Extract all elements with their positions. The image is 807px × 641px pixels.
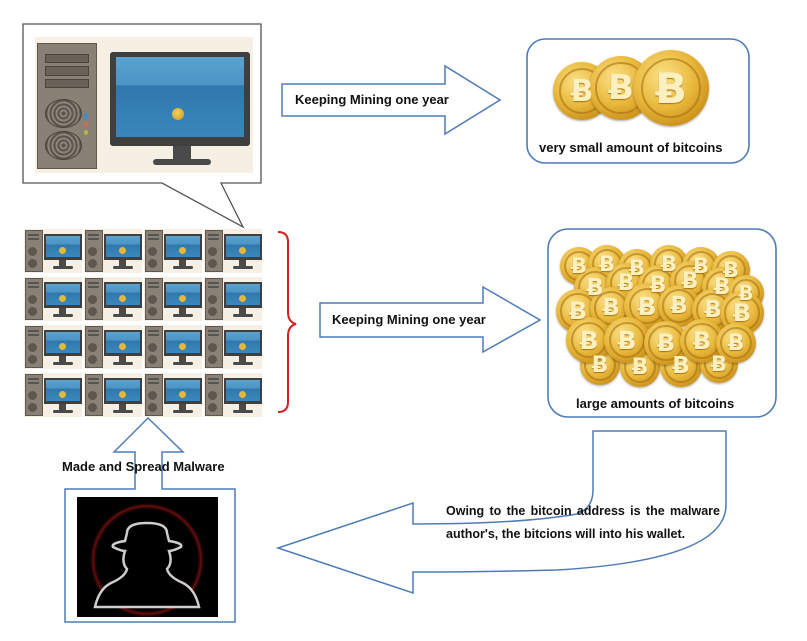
pc-tower-icon bbox=[37, 43, 97, 169]
grid-computer-icon bbox=[144, 229, 202, 273]
return-arrow-shape bbox=[275, 430, 727, 595]
hacker-silhouette-image bbox=[77, 497, 218, 617]
grid-computer-icon bbox=[24, 373, 82, 417]
computer-grid bbox=[24, 229, 264, 417]
grid-computer-icon bbox=[84, 325, 142, 369]
top-arrow-label: Keeping Mining one year bbox=[295, 92, 449, 107]
grid-computer-icon bbox=[144, 325, 202, 369]
grid-computer-icon bbox=[84, 277, 142, 321]
middle-arrow-label: Keeping Mining one year bbox=[332, 312, 486, 327]
grid-computer-icon bbox=[204, 373, 262, 417]
grid-computer-icon bbox=[84, 229, 142, 273]
middle-arrow-shape bbox=[319, 285, 542, 354]
grid-computer-icon bbox=[24, 325, 82, 369]
bitcoin-icon: Ƀ bbox=[566, 317, 612, 363]
grid-computer-icon bbox=[204, 229, 262, 273]
bitcoin-icon: Ƀ bbox=[716, 323, 756, 363]
single-computer-illustration bbox=[35, 37, 253, 173]
grid-computer-icon bbox=[144, 277, 202, 321]
grid-computer-icon bbox=[24, 229, 82, 273]
grid-computer-icon bbox=[24, 277, 82, 321]
top-arrow-shape bbox=[281, 64, 502, 136]
grid-computer-icon bbox=[84, 373, 142, 417]
return-arrow-text: Owing to the bitcoin address is the malw… bbox=[446, 504, 720, 541]
bitcoin-icon: Ƀ bbox=[604, 317, 650, 363]
grid-computer-icon bbox=[204, 277, 262, 321]
grid-computer-icon bbox=[204, 325, 262, 369]
up-arrow-label: Made and Spread Malware bbox=[62, 459, 225, 474]
bitcoin-icon: Ƀ bbox=[633, 50, 709, 126]
group-brace bbox=[277, 231, 297, 413]
grid-computer-icon bbox=[144, 373, 202, 417]
hacker-icon bbox=[89, 502, 205, 617]
monitor-icon bbox=[110, 52, 250, 146]
large-coins-caption: large amounts of bitcoins bbox=[576, 396, 735, 411]
small-coins-caption: very small amount of bitcoins bbox=[539, 140, 723, 155]
small-coins-illustration: Ƀ Ƀ Ƀ bbox=[553, 50, 723, 130]
